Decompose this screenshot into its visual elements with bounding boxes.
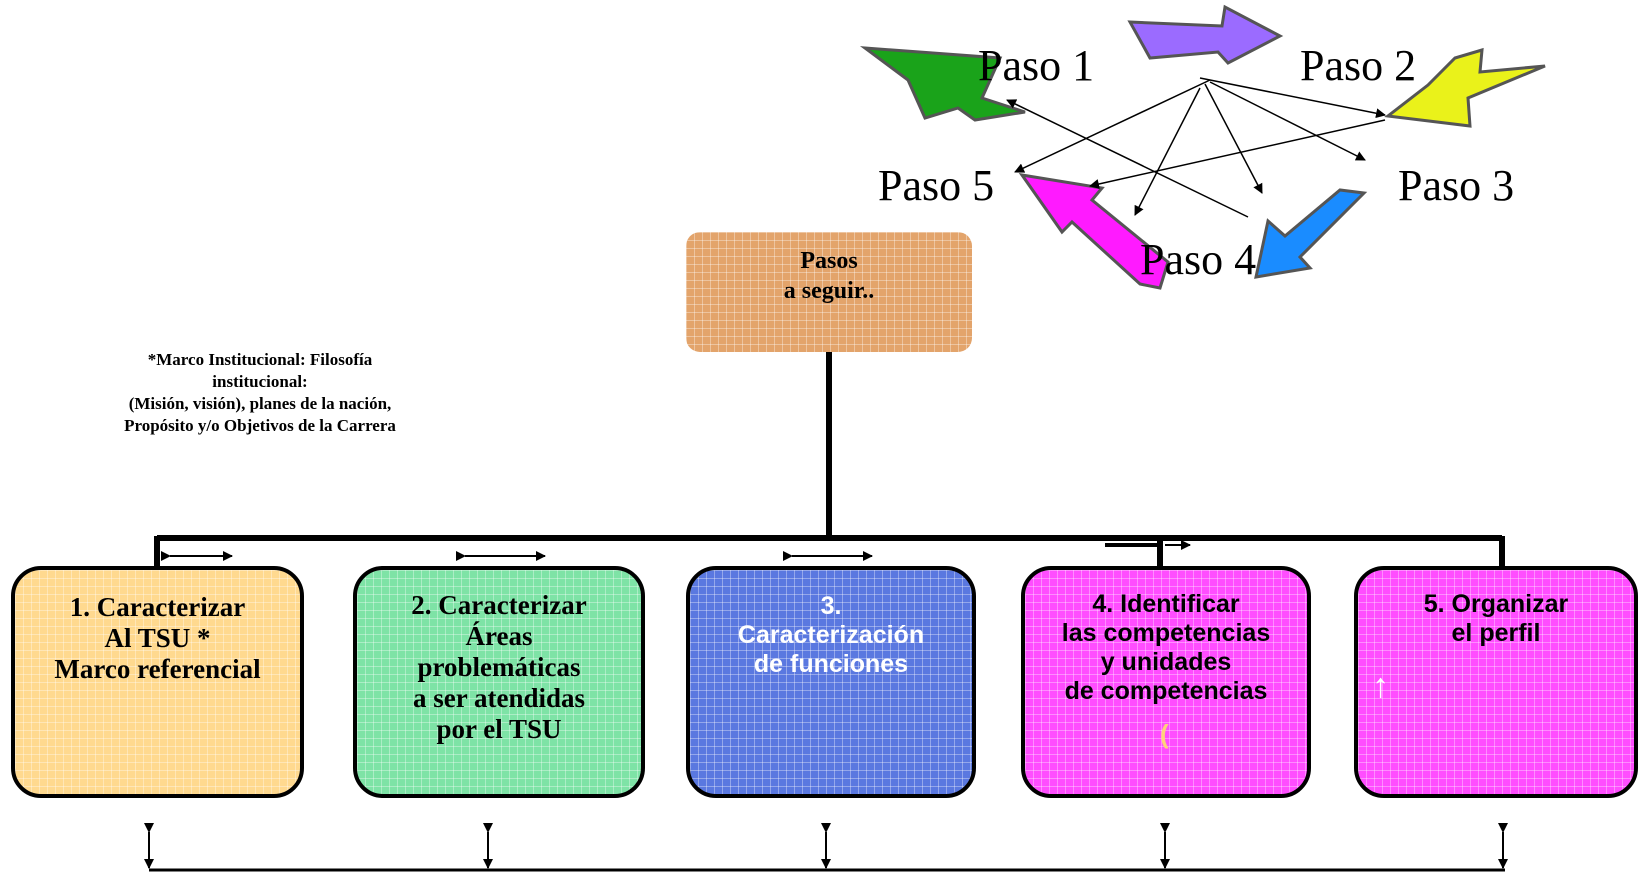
- step-5-box: 5. Organizar el perfil ↑: [1354, 566, 1638, 798]
- paso-3-label: Paso 3: [1398, 161, 1515, 210]
- magenta-block-arrow: [1018, 172, 1170, 290]
- step-1-label: 1. Caracterizar Al TSU * Marco referenci…: [54, 592, 261, 684]
- paso-5-label: Paso 5: [878, 161, 995, 210]
- bottom-connectors: [144, 823, 1508, 872]
- root-label: Pasos a seguir..: [783, 248, 875, 304]
- step-1-box: 1. Caracterizar Al TSU * Marco referenci…: [11, 566, 304, 798]
- purple-block-arrow: [1127, 4, 1284, 65]
- green-block-arrow: [859, 46, 1026, 122]
- cycle-connectors: [1006, 77, 1386, 218]
- paso-4-label: Paso 4: [1140, 235, 1257, 284]
- paso-2-label: Paso 2: [1300, 41, 1417, 90]
- yellow-block-arrow: [1384, 47, 1546, 128]
- blue-block-arrow: [1254, 188, 1368, 279]
- marco-institucional-note: *Marco Institucional: Filosofía instituc…: [124, 350, 396, 435]
- step-2-box: 2. Caracterizar Áreas problemáticas a se…: [353, 566, 645, 798]
- tree-connectors: [154, 352, 1505, 568]
- connector-arrow: [1199, 77, 1386, 119]
- root-box: Pasos a seguir..: [686, 232, 972, 352]
- connector-arrow: [1006, 99, 1249, 218]
- step-3-label: 3. Caracterización de funciones: [737, 592, 925, 678]
- paso-1-label: Paso 1: [978, 41, 1095, 90]
- connector-arrow: [1134, 87, 1201, 216]
- step-5-mark: ↑: [1372, 667, 1389, 705]
- step-2-label: 2. Caracterizar Áreas problemáticas a se…: [411, 590, 587, 744]
- connector-arrow: [1014, 79, 1211, 173]
- step-4-mark: (: [1160, 719, 1169, 749]
- connector-arrow: [1209, 81, 1366, 161]
- step-5-label: 5. Organizar el perfil: [1423, 590, 1569, 647]
- step-4-box: 4. Identificar las competencias y unidad…: [1021, 566, 1311, 798]
- top-double-arrows: [161, 540, 1191, 561]
- connector-arrow: [1089, 119, 1386, 189]
- connector-arrow: [1204, 83, 1263, 194]
- step-3-box: 3. Caracterización de funciones: [686, 566, 976, 798]
- step-4-label: 4. Identificar las competencias y unidad…: [1061, 590, 1271, 705]
